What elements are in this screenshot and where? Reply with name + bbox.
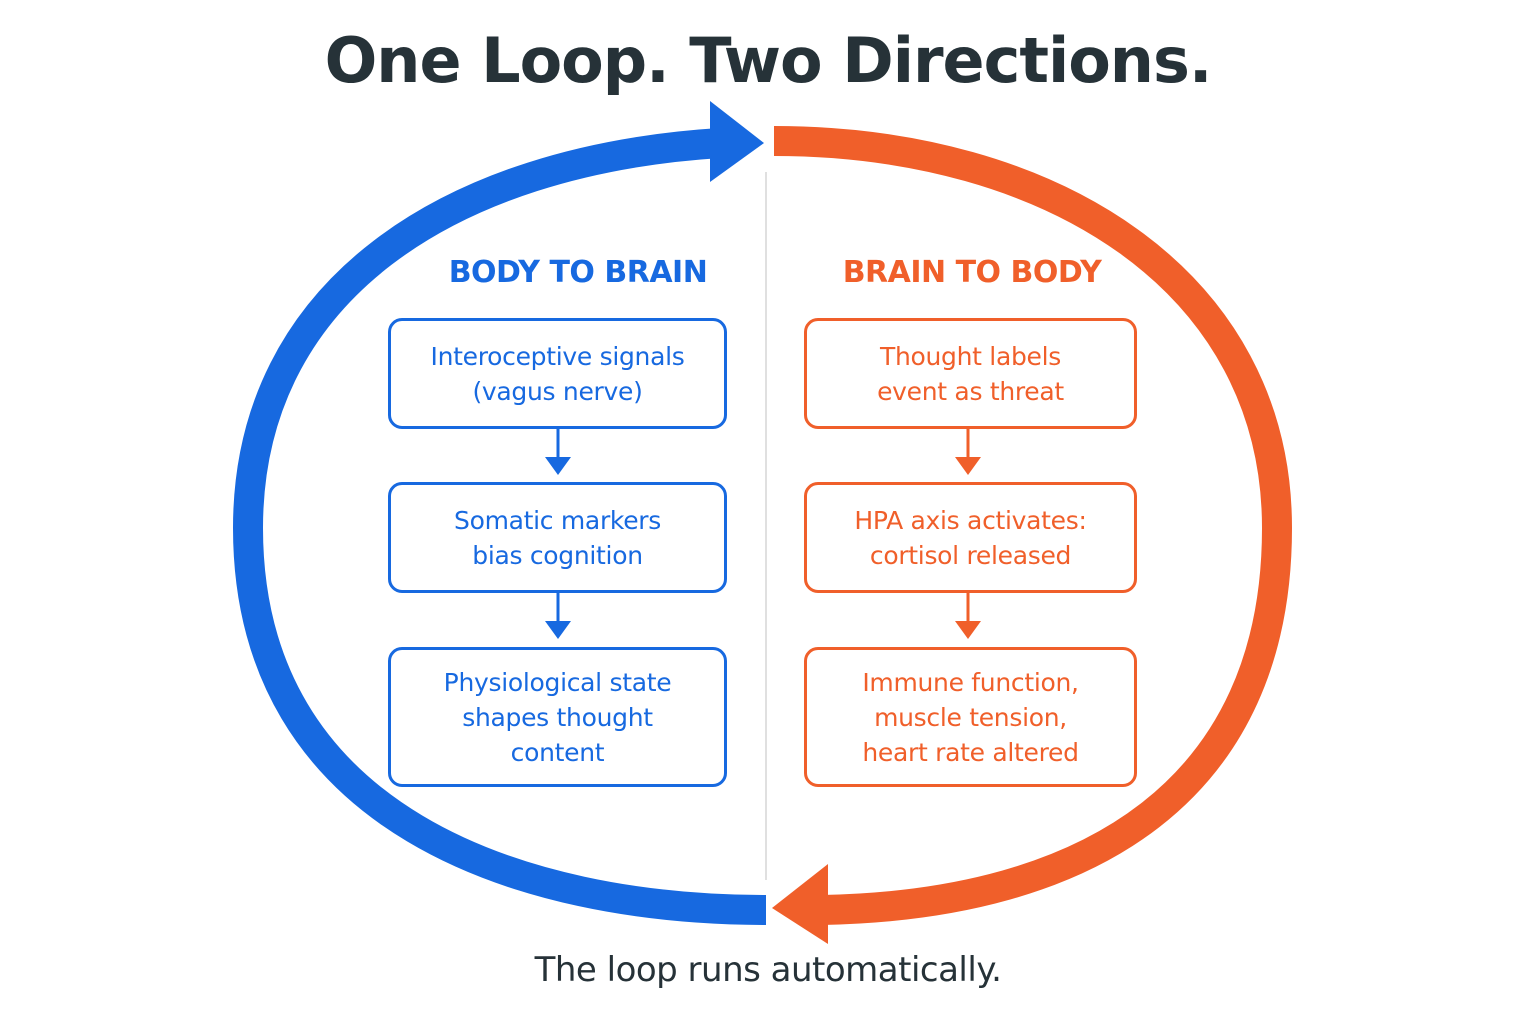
box-line: Immune function,: [862, 667, 1079, 697]
box-line: Somatic markers: [454, 505, 661, 535]
thought-labels-box: Thought labels event as threat: [804, 318, 1137, 429]
brain-to-body-heading: BRAIN TO BODY: [842, 255, 1102, 290]
box-line: HPA axis activates:: [854, 505, 1087, 535]
box-line: bias cognition: [472, 540, 643, 570]
box-line: Physiological state: [443, 667, 672, 697]
footer-caption: The loop runs automatically.: [534, 950, 1002, 990]
box-line: cortisol released: [869, 540, 1072, 570]
orange-down-arrow-icon: [955, 621, 981, 639]
box-line: Interoceptive signals: [430, 341, 685, 371]
box-line: content: [510, 737, 605, 767]
orange-arrowhead-icon: [772, 864, 828, 944]
box-line: heart rate altered: [862, 737, 1079, 767]
blue-arrowhead-icon: [710, 101, 764, 182]
physiological-state-box: Physiological state shapes thought conte…: [388, 647, 727, 787]
interoceptive-signals-box: Interoceptive signals (vagus nerve): [388, 318, 727, 429]
box-line: shapes thought: [462, 702, 653, 732]
orange-down-arrow-icon: [955, 457, 981, 475]
somatic-markers-box: Somatic markers bias cognition: [388, 482, 727, 593]
box-line: muscle tension,: [874, 702, 1067, 732]
box-line: Thought labels: [879, 341, 1061, 371]
blue-down-arrow-icon: [545, 621, 571, 639]
box-line: (vagus nerve): [472, 376, 643, 406]
hpa-axis-box: HPA axis activates: cortisol released: [804, 482, 1137, 593]
blue-loop-arc: [232, 128, 767, 925]
orange-loop-arc: [773, 126, 1293, 925]
box-line: event as threat: [877, 376, 1064, 406]
body-to-brain-heading: BODY TO BRAIN: [448, 255, 708, 290]
blue-down-arrow-icon: [545, 457, 571, 475]
diagram-title: One Loop. Two Directions.: [324, 24, 1213, 97]
immune-function-box: Immune function, muscle tension, heart r…: [804, 647, 1137, 787]
